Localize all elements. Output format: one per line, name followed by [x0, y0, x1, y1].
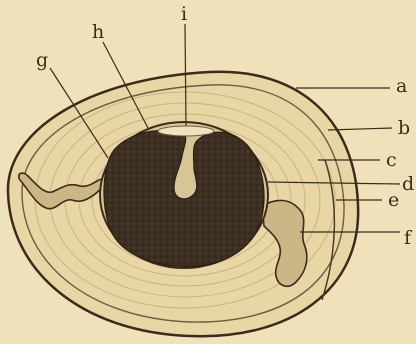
label-f: f [404, 227, 413, 249]
label-d: d [402, 173, 414, 195]
germinal-disc [158, 126, 214, 136]
label-b: b [398, 117, 410, 139]
label-a: a [396, 75, 407, 97]
label-g: g [36, 49, 48, 71]
label-i: i [181, 3, 187, 25]
label-c: c [386, 149, 397, 171]
label-h: h [92, 21, 104, 43]
label-e: e [388, 189, 399, 211]
